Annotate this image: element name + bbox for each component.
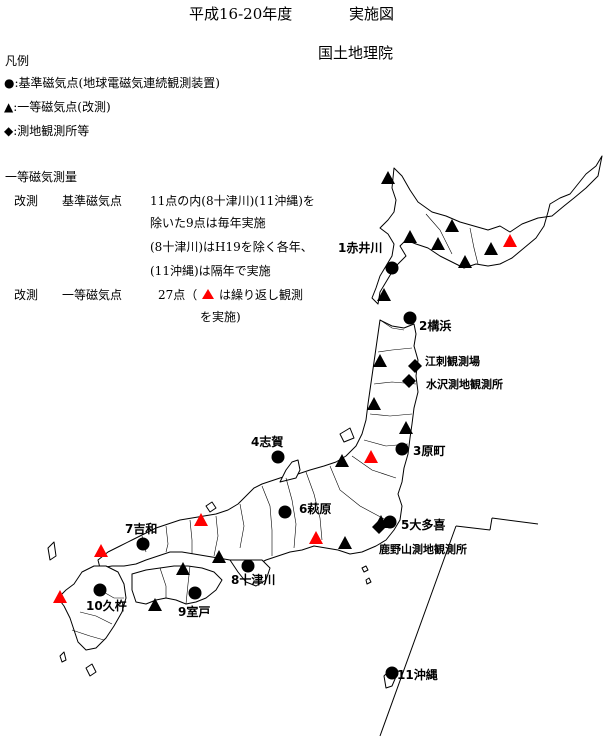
survey-heading: 一等磁気測量: [5, 170, 78, 184]
inset-line-top: [455, 525, 491, 531]
observatory-diamond-2: [402, 374, 416, 388]
triangle-black-4: [458, 255, 472, 268]
survey-row1-line4: (11沖縄)は隔年で実施: [150, 264, 271, 278]
triangle-black-15: [176, 562, 190, 575]
survey-row2-kind: 一等磁気点: [62, 288, 123, 302]
station-circle-8: [241, 559, 255, 573]
triangle-black-9: [367, 397, 381, 410]
sado-island: [339, 427, 355, 443]
station-circle-6: [278, 505, 292, 519]
map-title: 平成16-20年度 実施図: [189, 3, 394, 24]
station-circle-5: [383, 515, 397, 529]
triangle-red-2: [364, 450, 378, 463]
label-shiga: 4志賀: [251, 435, 284, 449]
shikoku-outline: [131, 565, 223, 605]
inset-line-top3: [491, 517, 539, 525]
station-circle-11: [385, 666, 399, 680]
triangle-black-6: [377, 288, 391, 301]
triangle-black-5: [484, 242, 498, 255]
organization-name: 国土地理院: [318, 44, 394, 62]
legend-circle: ●:基準磁気点(地球電磁気連続観測装置): [4, 76, 220, 90]
red-triangle-icon: [202, 289, 215, 299]
label-muroto: 9室戸: [178, 605, 211, 619]
station-circle-9: [188, 586, 202, 600]
oki-island: [205, 501, 217, 513]
label-otaki: 5大多喜: [401, 518, 446, 532]
triangle-red-4: [309, 531, 323, 544]
label-totsukawa: 8十津川: [231, 573, 276, 587]
label-mizusawa: 水沢測地観測所: [426, 378, 503, 391]
tsushima-island: [47, 541, 57, 561]
triangle-red-1: [503, 234, 517, 247]
triangle-red-5: [94, 544, 108, 557]
observatory-diamond-1: [408, 359, 422, 373]
triangle-black-2: [445, 219, 459, 232]
station-circle-10: [93, 583, 107, 597]
triangle-black-3: [431, 237, 445, 250]
triangle-black-10: [399, 421, 413, 434]
station-circle-3: [395, 442, 409, 456]
label-okinawa: 11沖縄: [397, 668, 438, 682]
station-circle-2: [403, 311, 417, 325]
triangle-black-1: [381, 171, 395, 184]
label-hagiwara: 6萩原: [299, 502, 332, 516]
triangle-red-6: [53, 590, 67, 603]
label-haramachi: 3原町: [413, 444, 446, 458]
survey-row2-type: 改測: [14, 288, 39, 302]
izu-island-2: [365, 577, 372, 585]
triangle-black-8: [373, 354, 387, 367]
survey-row2-note: は繰り返し観測: [218, 288, 303, 302]
legend-diamond: ◆:測地観測所等: [4, 124, 90, 138]
triangle-black-16: [148, 598, 162, 611]
survey-row1-kind: 基準磁気点: [62, 194, 123, 208]
triangle-black-7: [403, 230, 417, 243]
kyushu-island-2: [59, 651, 67, 663]
station-circle-7: [136, 537, 150, 551]
hokkaido-outline: [371, 155, 603, 305]
label-akaigawa: 1赤井川: [338, 241, 383, 255]
kii-peninsula: [229, 559, 271, 587]
survey-row2-count: 27点（: [158, 288, 198, 302]
label-yoshiwa: 7吉和: [125, 522, 158, 536]
label-kushiki: 10久杵: [86, 599, 127, 613]
inset-line-top2: [489, 517, 493, 531]
survey-row1-line2: 除いた9点は毎年実施: [150, 216, 266, 230]
inset-line-left: [379, 525, 457, 737]
survey-row2-line1: 27点（ は繰り返し観測: [158, 286, 303, 303]
legend-heading: 凡例: [5, 54, 30, 68]
survey-row1-type: 改測: [14, 194, 39, 208]
survey-row1-line3: (8十津川)はH19を除く各年、: [150, 240, 313, 254]
title-years: 平成16-20年度: [189, 5, 293, 23]
label-kanozan: 鹿野山測地観測所: [379, 543, 467, 556]
title-suffix: 実施図: [349, 5, 395, 23]
noto-peninsula: [279, 459, 301, 483]
observatory-diamond-3: [372, 520, 386, 534]
izu-island-1: [361, 565, 369, 573]
label-esashi: 江刺観測場: [425, 355, 480, 368]
triangle-red-3: [194, 513, 208, 526]
triangle-black-11: [335, 454, 349, 467]
station-circle-4: [271, 450, 285, 464]
survey-row1-line1: 11点の内(8十津川)(11沖縄)を: [150, 194, 315, 208]
station-circle-1: [385, 261, 399, 275]
triangle-black-13: [338, 536, 352, 549]
honshu-outline: [97, 319, 419, 569]
kyushu-island-1: [85, 663, 97, 677]
label-yokohama-2: 2構浜: [419, 319, 452, 333]
triangle-black-14: [212, 550, 226, 563]
legend-triangle: ▲:一等磁気点(改測): [4, 100, 111, 114]
survey-row2-line2: を実施): [200, 310, 241, 324]
